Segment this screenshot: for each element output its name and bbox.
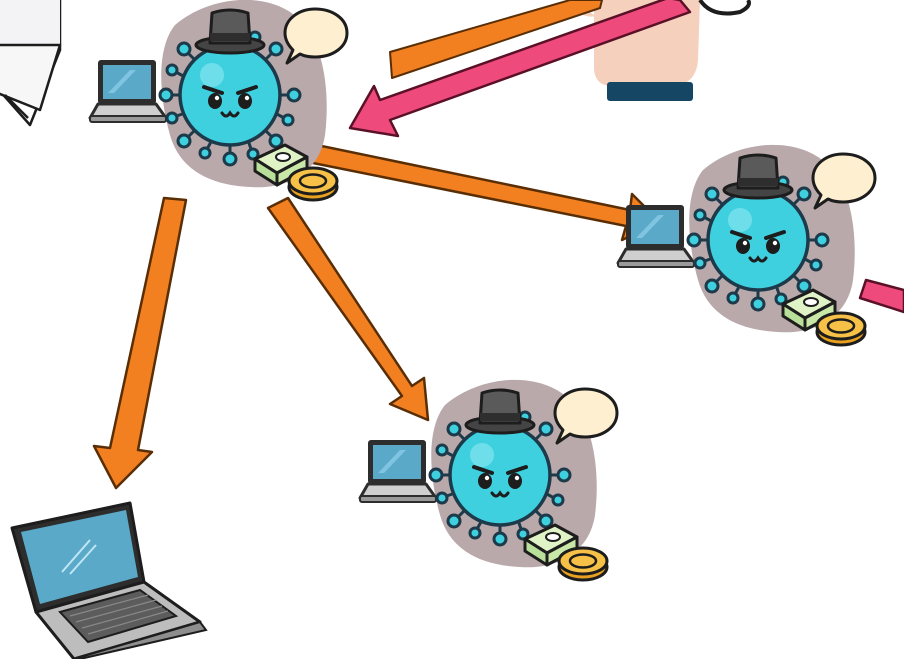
arrow-to-bottom-hacker <box>266 196 430 422</box>
virus-hacker-icon <box>618 145 875 345</box>
virus-hacker-icon <box>90 0 347 200</box>
arrow-pink-right-edge <box>858 278 904 314</box>
laptop-icon <box>10 501 208 659</box>
arrow-to-right-hacker <box>306 142 662 242</box>
arrow-top-orange <box>389 0 603 79</box>
arrow-to-laptop <box>92 196 188 490</box>
virus-hacker-icon <box>360 380 617 580</box>
arrow-pink-to-hacker <box>348 0 692 138</box>
paper-stack-icon <box>0 0 62 127</box>
